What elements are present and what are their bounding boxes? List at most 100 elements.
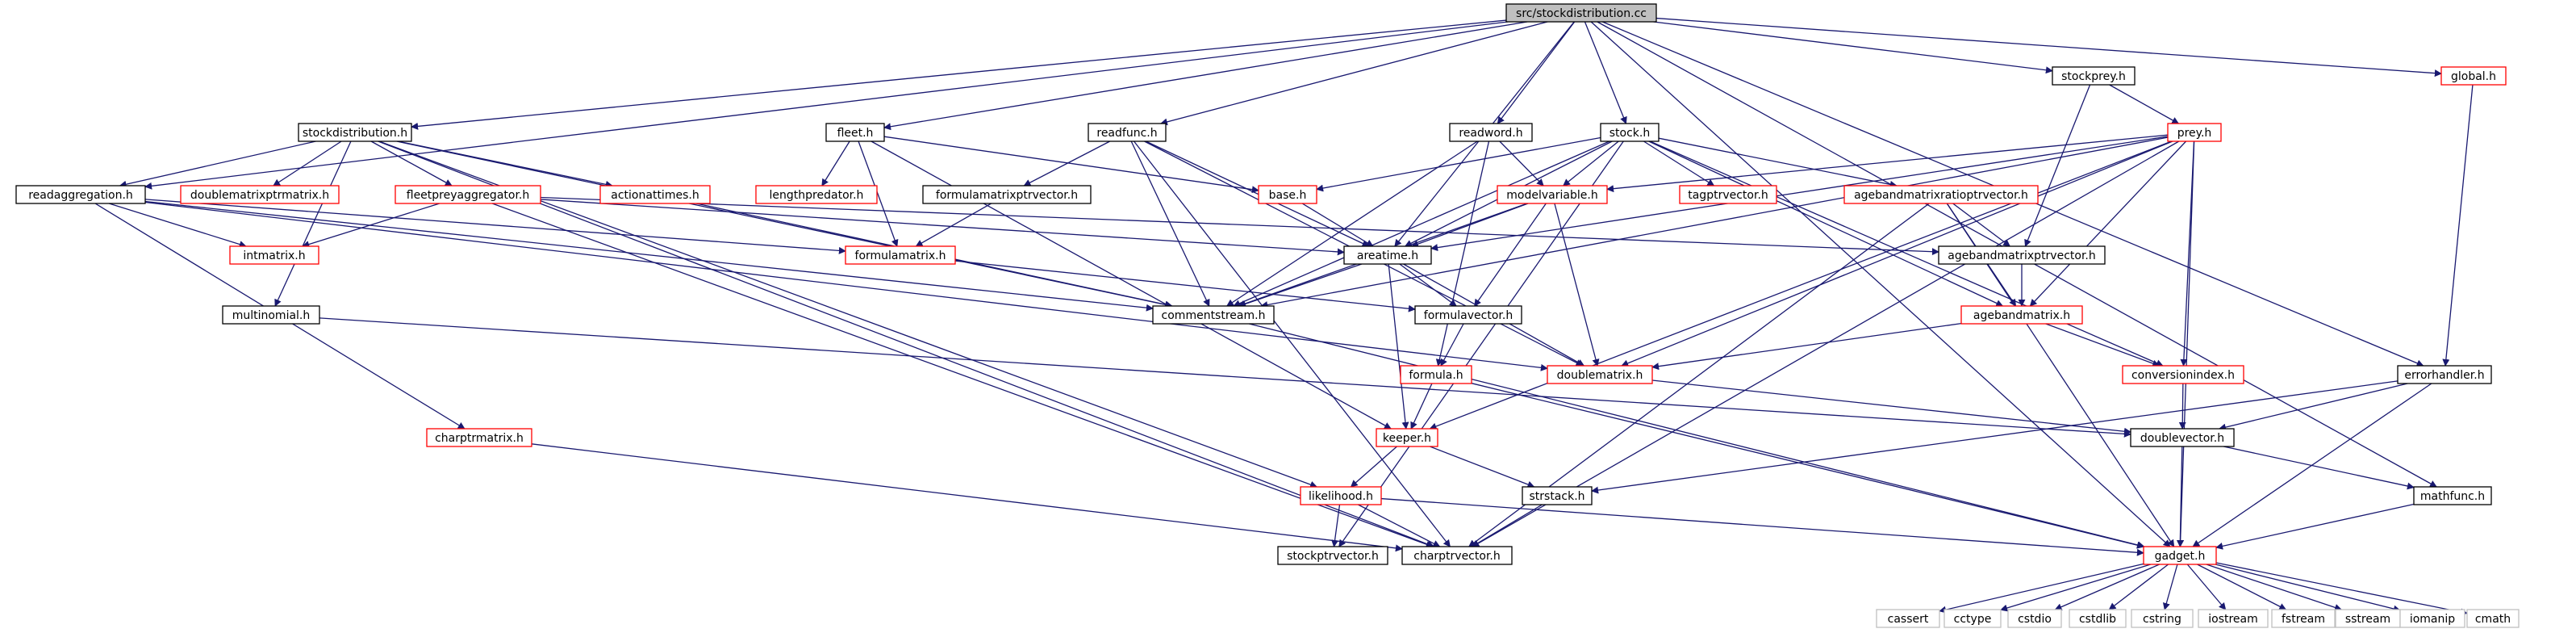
edge-commentstream_h-to-gadget_h	[1249, 323, 2145, 549]
node-box	[2466, 609, 2520, 628]
edge-formula_h-to-gadget_h	[1471, 383, 2144, 549]
node-box	[1505, 3, 1657, 23]
edge-keeper_h-to-likelihood_h	[1350, 446, 1397, 488]
node-keeper-h[interactable]: keeper.h	[1376, 428, 1438, 447]
node-box	[1876, 609, 1940, 628]
node-label: charptrmatrix.h	[435, 432, 524, 445]
node-box	[2069, 609, 2127, 628]
node-root[interactable]: src/stockdistribution.cc	[1505, 3, 1657, 23]
node-lengthpredator-h[interactable]: lengthpredator.h	[755, 185, 878, 204]
node-iomanip: iomanip	[2399, 609, 2465, 628]
node-areatime-h[interactable]: areatime.h	[1343, 245, 1432, 265]
node-formulamatrix-h[interactable]: formulamatrix.h	[845, 245, 956, 265]
node-gadget-h[interactable]: gadget.h	[2143, 546, 2217, 565]
node-label: cstdio	[2018, 613, 2052, 626]
node-label: readword.h	[1459, 127, 1522, 140]
node-formulamatrixptrvector-h[interactable]: formulamatrixptrvector.h	[922, 185, 1092, 204]
node-intmatrix-h[interactable]: intmatrix.h	[229, 245, 319, 265]
node-formula-h[interactable]: formula.h	[1400, 365, 1472, 384]
edge-multinomial_h-to-doublevector_h	[319, 317, 2131, 438]
node-actionattimes-h[interactable]: actionattimes.h	[599, 185, 711, 204]
node-charptrmatrix-h[interactable]: charptrmatrix.h	[426, 428, 532, 447]
node-box	[2122, 365, 2244, 384]
edge-gadget_h-to-iomanip	[2215, 564, 2401, 613]
node-multinomial-h[interactable]: multinomial.h	[222, 305, 320, 325]
node-stockprey-h[interactable]: stockprey.h	[2052, 66, 2136, 86]
node-box	[2130, 428, 2235, 447]
node-strstack-h[interactable]: strstack.h	[1522, 486, 1593, 505]
node-label: readfunc.h	[1096, 127, 1157, 140]
node-box	[2007, 609, 2062, 628]
node-label: prey.h	[2177, 127, 2212, 140]
node-label: multinomial.h	[232, 309, 311, 322]
node-charptrvector-h[interactable]: charptrvector.h	[1401, 546, 1513, 565]
node-commentstream-h[interactable]: commentstream.h	[1152, 305, 1275, 325]
node-agebandmatrixratioptrvector-h[interactable]: agebandmatrixratioptrvector.h	[1843, 185, 2039, 204]
node-formulavector-h[interactable]: formulavector.h	[1414, 305, 1522, 325]
node-label: stockptrvector.h	[1287, 550, 1379, 563]
node-base-h[interactable]: base.h	[1258, 185, 1317, 204]
edge-root-to-stockdistribution_h	[411, 19, 1507, 130]
node-agebandmatrixptrvector-h[interactable]: agebandmatrixptrvector.h	[1938, 245, 2106, 265]
node-box	[1152, 305, 1275, 325]
node-doublematrix-h[interactable]: doublematrix.h	[1547, 365, 1653, 384]
edge-prey_h-to-commentstream_h	[1260, 136, 2169, 308]
edge-readaggregation_h-to-intmatrix_h	[109, 203, 247, 248]
edge-doublematrix_h-to-doublevector_h	[1651, 379, 2131, 435]
node-stock-h[interactable]: stock.h	[1600, 123, 1660, 142]
node-readaggregation-h[interactable]: readaggregation.h	[15, 185, 146, 204]
node-box	[2052, 66, 2136, 86]
node-box	[599, 185, 711, 204]
node-box	[1960, 305, 2083, 325]
edge-keeper_h-to-strstack_h	[1430, 446, 1535, 488]
edge-prey_h-to-charptrvector_h	[1472, 140, 2180, 547]
edge-readword_h-to-modelvariable_h	[1499, 140, 1544, 187]
node-label: gadget.h	[2155, 550, 2206, 563]
node-label: doublevector.h	[2140, 432, 2224, 445]
node-errorhandler-h[interactable]: errorhandler.h	[2397, 365, 2492, 384]
edge-stockdistribution_h-to-readaggregation_h	[119, 140, 316, 188]
node-box	[755, 185, 878, 204]
node-likelihood-h[interactable]: likelihood.h	[1300, 486, 1382, 505]
edge-mathfunc_h-to-gadget_h	[2215, 503, 2415, 550]
node-stockptrvector-h[interactable]: stockptrvector.h	[1277, 546, 1388, 565]
node-global-h[interactable]: global.h	[2440, 66, 2507, 86]
node-tagptrvector-h[interactable]: tagptrvector.h	[1679, 185, 1777, 204]
node-label: commentstream.h	[1162, 309, 1266, 322]
node-box	[2131, 609, 2194, 628]
edge-charptrmatrix_h-to-charptrvector_h	[531, 443, 1403, 552]
edge-prey_h-to-doublematrix_h	[1621, 140, 2173, 367]
node-label: sstream	[2345, 613, 2390, 626]
node-agebandmatrix-h[interactable]: agebandmatrix.h	[1960, 305, 2083, 325]
edge-gadget_h-to-sstream	[2206, 564, 2342, 611]
node-box	[2167, 123, 2222, 142]
node-box	[2143, 546, 2217, 565]
edge-root-to-stockprey_h	[1653, 21, 2053, 74]
edge-fleet_h-to-keeper_h	[870, 140, 1392, 430]
node-doublematrixptrmatrix-h[interactable]: doublematrixptrmatrix.h	[180, 185, 340, 204]
node-mathfunc-h[interactable]: mathfunc.h	[2413, 486, 2492, 505]
node-fstream: fstream	[2271, 609, 2336, 628]
node-doublevector-h[interactable]: doublevector.h	[2130, 428, 2235, 447]
node-stockdistribution-h[interactable]: stockdistribution.h	[298, 123, 412, 142]
node-label: agebandmatrixratioptrvector.h	[1854, 189, 2028, 202]
node-fleet-h[interactable]: fleet.h	[825, 123, 885, 142]
node-conversionindex-h[interactable]: conversionindex.h	[2122, 365, 2244, 384]
node-label: doublematrixptrmatrix.h	[190, 189, 329, 202]
node-readfunc-h[interactable]: readfunc.h	[1088, 123, 1167, 142]
edge-stock_h-to-agebandmatrix_h	[1648, 140, 2004, 307]
node-label: strstack.h	[1529, 490, 1584, 503]
node-label: keeper.h	[1383, 432, 1431, 445]
node-label: actionattimes.h	[611, 189, 699, 202]
node-box	[1088, 123, 1167, 142]
node-modelvariable-h[interactable]: modelvariable.h	[1497, 185, 1608, 204]
node-fleetpreyaggregator-h[interactable]: fleetpreyaggregator.h	[395, 185, 541, 204]
dependency-edges	[94, 17, 2474, 616]
node-label: intmatrix.h	[243, 249, 305, 262]
edge-prey_h-to-modelvariable_h	[1606, 134, 2169, 193]
node-readword-h[interactable]: readword.h	[1449, 123, 1533, 142]
edge-readaggregation_h-to-formulamatrix_h	[144, 199, 846, 254]
node-box	[2413, 486, 2492, 505]
node-prey-h[interactable]: prey.h	[2167, 123, 2222, 142]
